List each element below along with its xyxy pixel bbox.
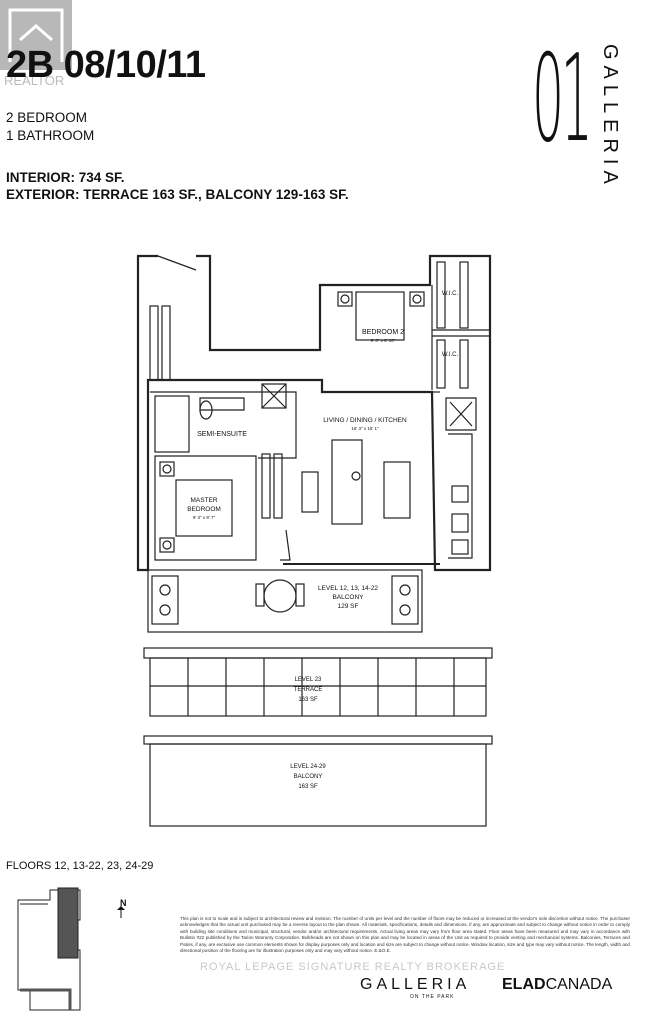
living-label: LIVING / DINING / KITCHEN: [323, 417, 407, 424]
balcony1-area: 129 SF: [338, 603, 359, 610]
bathroom-count: 1 BATHROOM: [6, 128, 95, 143]
master-label: MASTER: [190, 497, 217, 504]
floors-label: FLOORS 12, 13-22, 23, 24-29: [6, 860, 154, 872]
brokerage-watermark: ROYAL LEPAGE SIGNATURE REALTY BROKERAGE: [200, 961, 506, 973]
bedroom2-dim: 9' 3" x 8' 10": [371, 338, 396, 343]
bedroom2-label: BEDROOM 2: [362, 329, 404, 336]
realtor-logo-text: REALTOR: [4, 73, 65, 88]
north-label: N: [120, 898, 127, 908]
realtor-logo: [0, 0, 72, 70]
galleria-logo: GALLERIA: [360, 976, 471, 993]
elad-bold: ELAD: [502, 976, 546, 993]
semi-ensuite-label: SEMI-ENSUITE: [197, 431, 247, 438]
disclaimer-text: This plan is not to scale and is subject…: [180, 916, 630, 954]
master-dim: 9' 3" x 9' 7": [193, 515, 216, 520]
balcony2-type: BALCONY: [294, 774, 323, 780]
balcony2-level: LEVEL 24-29: [290, 764, 326, 770]
bedroom-count: 2 BEDROOM: [6, 110, 88, 125]
north-arrow-icon: [117, 906, 125, 918]
terrace-area: 163 SF: [298, 697, 318, 703]
floor-plan: BEDROOM 2 9' 3" x 8' 10" W.I.C. W.I.C. L…: [136, 254, 493, 827]
terrace-type: TERRACE: [294, 687, 323, 693]
terrace-level: LEVEL 23: [295, 677, 322, 683]
balcony2-area: 163 SF: [298, 784, 318, 790]
key-plan: [17, 887, 81, 1011]
brand-number: 01: [532, 30, 593, 169]
elad-rest: CANADA: [545, 976, 613, 993]
exterior-area: EXTERIOR: TERRACE 163 SF., BALCONY 129-1…: [6, 187, 349, 202]
master-label-2: BEDROOM: [187, 506, 221, 513]
balcony1-level: LEVEL 12, 13, 14-22: [318, 585, 378, 592]
brand-name: GALLERIA: [599, 44, 621, 190]
living-dim: 16' 3" x 15' 1": [351, 426, 379, 431]
balcony1-type: BALCONY: [332, 594, 364, 601]
unit-title: 2B 08/10/11: [6, 44, 206, 86]
wic2-label: W.I.C.: [442, 352, 459, 358]
wic1-label: W.I.C.: [442, 291, 459, 297]
galleria-logo-subtitle: ON THE PARK: [410, 994, 455, 1000]
interior-area: INTERIOR: 734 SF.: [6, 170, 125, 185]
elad-canada-logo: ELADCANADA: [502, 976, 612, 994]
